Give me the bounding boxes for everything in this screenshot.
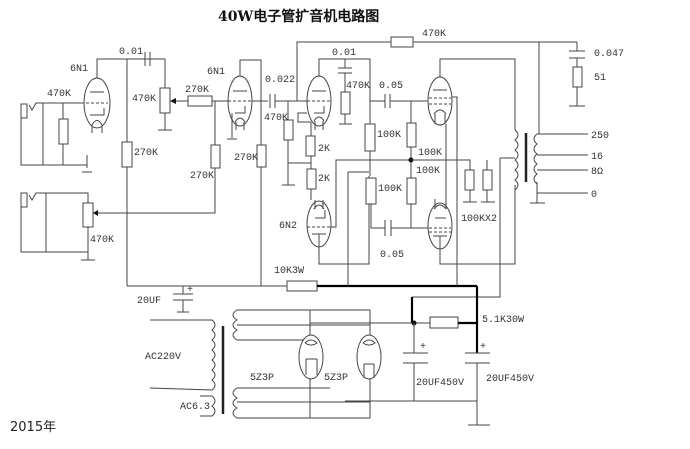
input-jack-1 bbox=[20, 102, 87, 166]
svg-text:100KX2: 100KX2 bbox=[461, 214, 497, 225]
svg-text:270K: 270K bbox=[234, 153, 258, 164]
svg-text:270K: 270K bbox=[185, 85, 209, 96]
input-jack-2 bbox=[20, 192, 89, 253]
cathode-resistor-b: 2K bbox=[306, 168, 330, 190]
volume-pot-1: 470K bbox=[132, 87, 176, 131]
svg-text:100K: 100K bbox=[416, 166, 440, 177]
svg-text:270K: 270K bbox=[134, 148, 158, 159]
tube-pi-inverter: 6N2 bbox=[279, 200, 332, 248]
tap-8ohm: 8Ω bbox=[591, 167, 603, 178]
rectifier-tube-1: 5Z3P bbox=[250, 334, 324, 384]
plate-resistor-pi-bot: 100K bbox=[365, 177, 402, 205]
zobel-resistor: 51 bbox=[572, 66, 606, 88]
decouple-cap: + 20UF bbox=[137, 285, 193, 313]
coupling-cap-1: 0.01 bbox=[119, 47, 151, 66]
primary-label: AC220V bbox=[145, 352, 181, 363]
svg-text:+: + bbox=[187, 285, 193, 296]
schematic-title: 40W电子管扩音机电路图 bbox=[218, 8, 379, 25]
coupling-cap-2: 0.022 bbox=[265, 75, 295, 108]
rectifier-tube-2: 5Z3P bbox=[324, 334, 382, 384]
plate-resistor-v1: 270K bbox=[121, 141, 158, 168]
tap-0: 0 bbox=[591, 190, 597, 201]
svg-text:470K: 470K bbox=[264, 113, 288, 124]
svg-text:6N1: 6N1 bbox=[70, 64, 88, 75]
feedback-resistor: 470K bbox=[390, 29, 446, 48]
svg-text:5.1K30W: 5.1K30W bbox=[482, 315, 524, 326]
cathode-resistor-a: 2K bbox=[305, 135, 330, 157]
year-label: 2015年 bbox=[10, 420, 56, 435]
svg-text:470K: 470K bbox=[90, 235, 114, 246]
grid-resistor-top: 100K bbox=[406, 122, 442, 159]
svg-text:270K: 270K bbox=[190, 171, 214, 182]
grid-resistor-mid: 100K bbox=[406, 166, 440, 205]
svg-text:20UF: 20UF bbox=[137, 296, 161, 307]
svg-text:6N2: 6N2 bbox=[279, 221, 297, 232]
svg-text:+: + bbox=[420, 342, 426, 353]
screen-resistor-pair: 100KX2 bbox=[461, 160, 497, 225]
volume-pot-2: 470K bbox=[81, 202, 114, 261]
input-grid-resistor: 470K bbox=[47, 89, 71, 165]
svg-text:6N1: 6N1 bbox=[207, 67, 225, 78]
tap-250: 250 bbox=[591, 131, 609, 142]
coupling-cap-pi-top: 0.05 bbox=[379, 81, 403, 108]
tube-v2: 6N1 bbox=[207, 67, 253, 130]
svg-text:10K3W: 10K3W bbox=[274, 266, 304, 277]
output-tube-top bbox=[427, 76, 453, 126]
svg-text:100K: 100K bbox=[378, 184, 402, 195]
filter-cap-1: + 20UF450V bbox=[403, 342, 464, 389]
heater-label: AC6.3 bbox=[180, 402, 210, 413]
grid-resistor-v3: 470K bbox=[264, 113, 294, 141]
svg-text:0.047: 0.047 bbox=[594, 49, 624, 60]
svg-text:51: 51 bbox=[594, 73, 606, 84]
svg-text:100K: 100K bbox=[377, 130, 401, 141]
svg-text:0.01: 0.01 bbox=[119, 47, 143, 58]
svg-text:5Z3P: 5Z3P bbox=[324, 373, 348, 384]
filter-cap-2: + 20UF450V bbox=[465, 342, 534, 385]
svg-text:+: + bbox=[480, 342, 486, 353]
power-transformer: AC220V AC6.3 bbox=[145, 309, 370, 419]
svg-text:20UF450V: 20UF450V bbox=[416, 378, 464, 389]
tap-16: 16 bbox=[591, 152, 603, 163]
decouple-resistor-v3: 470K bbox=[339, 81, 370, 125]
svg-text:0.022: 0.022 bbox=[265, 75, 295, 86]
svg-text:2K: 2K bbox=[318, 174, 330, 185]
svg-text:2K: 2K bbox=[318, 144, 330, 155]
svg-text:470K: 470K bbox=[422, 29, 446, 40]
plate-resistor-pi-top: 100K bbox=[364, 123, 401, 152]
tube-v1: 6N1 bbox=[70, 64, 111, 133]
svg-text:0.01: 0.01 bbox=[332, 48, 356, 59]
dropping-resistor: 10K3W bbox=[274, 266, 318, 292]
coupling-cap-pi-bot: 0.05 bbox=[380, 220, 404, 261]
svg-text:470K: 470K bbox=[346, 81, 370, 92]
svg-text:5Z3P: 5Z3P bbox=[250, 373, 274, 384]
svg-text:100K: 100K bbox=[418, 148, 442, 159]
plate-resistor-v2: 270K bbox=[234, 144, 267, 168]
svg-text:20UF450V: 20UF450V bbox=[486, 374, 534, 385]
series-grid-resistor-v2: 270K bbox=[185, 85, 213, 107]
output-transformer bbox=[412, 129, 538, 298]
svg-text:470K: 470K bbox=[47, 89, 71, 100]
svg-text:0.05: 0.05 bbox=[380, 250, 404, 261]
svg-text:470K: 470K bbox=[132, 94, 156, 105]
bypass-cap-v3: 0.01 bbox=[332, 48, 356, 92]
svg-text:0.05: 0.05 bbox=[379, 81, 403, 92]
